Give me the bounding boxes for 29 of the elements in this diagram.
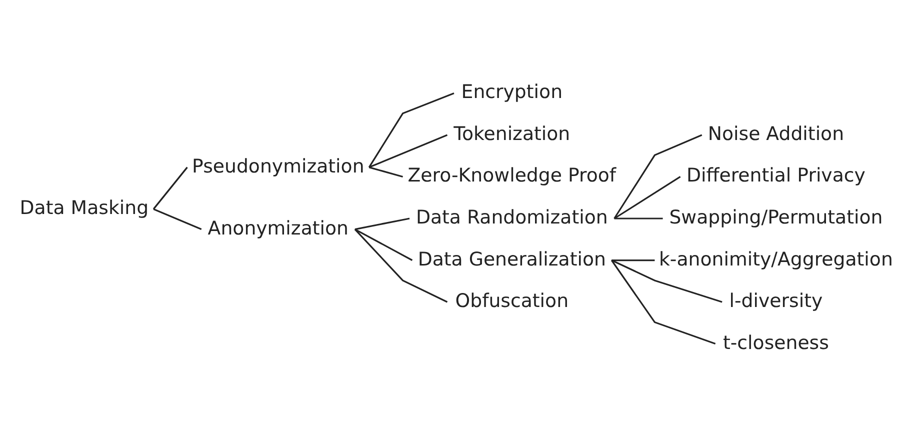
node-text: Swapping/Permutation <box>669 206 883 228</box>
node-text: Data Randomization <box>416 206 608 228</box>
connector <box>354 217 410 230</box>
node-text: t-closeness <box>722 331 829 354</box>
connector <box>611 259 722 302</box>
connector <box>610 259 716 344</box>
node-text: Obfuscation <box>455 290 569 312</box>
node-text: Noise Addition <box>708 122 844 144</box>
connector <box>368 166 403 178</box>
connector <box>614 176 681 219</box>
connector <box>368 134 448 168</box>
node-text: Pseudonymization <box>192 154 364 177</box>
connector <box>614 134 702 218</box>
node-text: Zero-Knowledge Proof <box>408 164 616 186</box>
connector <box>153 208 202 230</box>
node-text: l-diversity <box>729 290 823 312</box>
node-text: Data Masking <box>20 196 149 219</box>
connector <box>368 92 454 168</box>
connector <box>614 217 663 219</box>
connector <box>354 228 413 260</box>
node-text: Data Generalization <box>418 248 606 270</box>
node-text: Tokenization <box>454 122 570 144</box>
node-text: Encryption <box>461 80 563 103</box>
node-text: Anonymization <box>208 216 349 239</box>
node-text: k-anonimity/Aggregation <box>658 248 893 270</box>
node-text: Differential Privacy <box>686 164 866 186</box>
connector <box>612 258 655 261</box>
connector <box>152 166 188 210</box>
connector <box>354 228 448 302</box>
